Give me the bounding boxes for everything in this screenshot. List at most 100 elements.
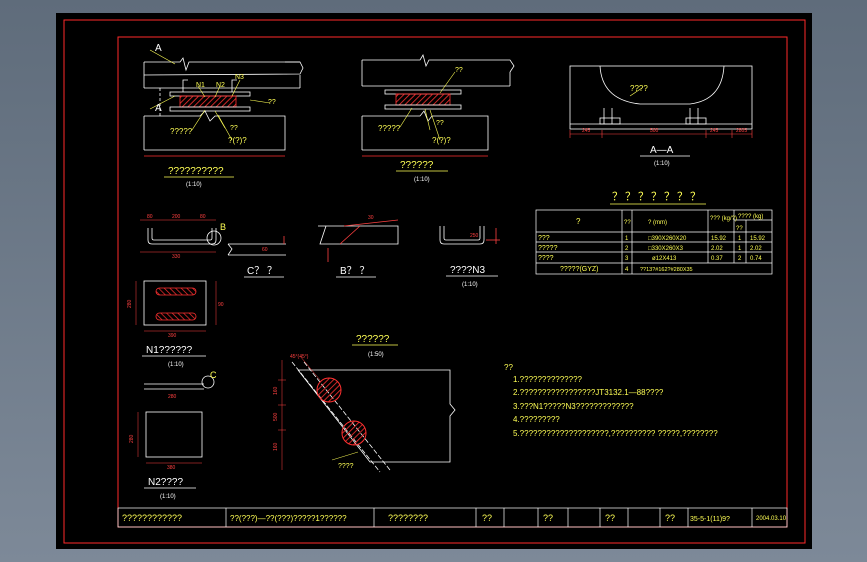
n1-plan-dims <box>135 281 217 332</box>
section-b-title: ?????? <box>400 160 434 171</box>
label-bearing-a: ????? <box>170 127 193 136</box>
section-b-scale: (1:10) <box>414 177 430 183</box>
table-row-4-size: ??13?#162?#280X35 <box>640 267 693 273</box>
tb-check: ?? <box>543 513 553 523</box>
notes-heading: ?? <box>504 363 513 372</box>
tb-number-label: ?? <box>665 513 675 523</box>
n1-plan-dim-right: 90 <box>218 302 224 308</box>
n2-dim-left: 280 <box>129 434 135 443</box>
n1-plan <box>143 280 207 326</box>
n1-plan-dim-bottom: 390 <box>168 333 177 339</box>
n3-dim: 250 <box>470 233 479 239</box>
th-name: ? <box>576 217 581 226</box>
title-block <box>117 507 788 528</box>
th-no: ?? <box>624 220 631 226</box>
note-2: 2.?????????????????JT3132.1—88???? <box>513 388 664 397</box>
table-row-2-qty: 1 <box>738 246 742 252</box>
material-table <box>535 209 773 275</box>
plan-bearing-2 <box>341 420 367 446</box>
label-pad-b: ?? <box>436 120 444 127</box>
label-pad-a2: ?? <box>230 125 238 132</box>
section-a-drawing <box>143 57 304 157</box>
table-row-1-unit: 15.92 <box>711 236 727 242</box>
plan-title: ?????? <box>356 334 390 345</box>
table-row-3-unit: 0.37 <box>711 256 723 262</box>
n2-dim-bottom: 380 <box>167 465 176 471</box>
c-dim: 60 <box>262 247 268 253</box>
c-title: C？ ？ <box>247 266 277 277</box>
section-a-scale: (1:10) <box>186 182 202 188</box>
b-title: B？ ？ <box>340 266 369 277</box>
n2-dim-top: 280 <box>168 394 177 400</box>
label-a-top: A <box>155 43 162 54</box>
n1-dim-bottom: 330 <box>172 254 181 260</box>
n1-scale: (1:10) <box>168 362 184 368</box>
n2-title: N2???? <box>148 477 183 488</box>
label-bearing-b: ????? <box>378 124 401 133</box>
n1-plan-dim-left: 280 <box>127 299 133 308</box>
b-detail <box>318 219 399 262</box>
plan-drawing <box>291 361 456 473</box>
plan-dims <box>278 355 359 470</box>
table-row-2-no: 2 <box>625 246 629 252</box>
tb-title: ???????? <box>388 513 428 523</box>
plan-angle: 45°(45°) <box>290 354 309 360</box>
table-row-1-size: □390X260X20 <box>648 236 687 242</box>
tb-date: 2004.03.10 <box>756 516 787 522</box>
label-a-bottom: A <box>155 103 162 114</box>
n1-elevation <box>147 228 222 246</box>
table-row-3-no: 3 <box>625 256 629 262</box>
aa-dim-far: 2805 <box>736 128 747 134</box>
n2-scale: (1:10) <box>160 494 176 500</box>
aa-dim-right: 245 <box>710 128 719 134</box>
plan-scale: (1:50) <box>368 352 384 358</box>
table-row-2-size: □330X260X3 <box>648 246 684 252</box>
table-row-2-total: 2.02 <box>750 246 762 252</box>
plan-note: ???? <box>338 463 354 470</box>
table-row-2-name: ????? <box>538 245 558 252</box>
section-b-drawing <box>361 53 515 157</box>
n1-dim-top-1: 80 <box>147 214 153 220</box>
n1-title: N1?????? <box>146 345 193 356</box>
n3-scale: (1:10) <box>462 282 478 288</box>
plan-dim-3: 160 <box>273 442 279 451</box>
table-row-2-unit: 2.02 <box>711 246 723 252</box>
plan-dim-2: 500 <box>273 412 279 421</box>
table-row-3-total: 0.74 <box>750 256 762 262</box>
label-n3: N3 <box>235 74 244 81</box>
aa-note: ???? <box>630 84 648 93</box>
tb-review: ?? <box>605 513 615 523</box>
aa-dimensions <box>569 87 753 138</box>
outer-frame <box>63 19 806 544</box>
label-bolt-b: ?(?)? <box>432 136 451 145</box>
table-body: ??? 1 □390X260X20 15.92 1 15.92 ????? 2 … <box>538 235 766 273</box>
section-a-title: ?????????? <box>168 166 224 177</box>
table-row-1-total: 15.92 <box>750 236 766 242</box>
table-row-1-qty: 1 <box>738 236 742 242</box>
table-row-4-name: ?????(GYZ) <box>560 266 599 273</box>
table-title: ？？？？？？？ <box>612 191 703 203</box>
th-total: ???? (kg) <box>738 214 763 220</box>
th-unit-weight: ??? (kg/?) <box>710 216 737 222</box>
n3-title: ????N3 <box>450 265 485 276</box>
table-row-3-size: ø12X413 <box>652 256 677 262</box>
n1-dim-top-3: 80 <box>200 214 206 220</box>
th-size: ? (mm) <box>648 220 667 226</box>
n2-plan <box>137 411 203 464</box>
c-detail <box>227 236 286 256</box>
n2-top-title: C <box>210 370 217 380</box>
label-bolt-a: ?(?)? <box>228 136 247 145</box>
label-n2: N2 <box>216 82 225 89</box>
note-1: 1.?????????????? <box>513 375 583 384</box>
section-a-leaders <box>149 49 271 141</box>
table-row-1-no: 1 <box>625 236 629 242</box>
aa-dim-left: 245 <box>582 128 591 134</box>
aa-title: A—A <box>650 145 674 156</box>
tb-project: ??(???)—??(???)?????1?????? <box>230 514 347 523</box>
aa-scale: (1:10) <box>654 161 670 167</box>
n1-dim-top-2: 200 <box>172 214 181 220</box>
tb-design: ?? <box>482 513 492 523</box>
n1-top-title: B <box>220 222 226 232</box>
